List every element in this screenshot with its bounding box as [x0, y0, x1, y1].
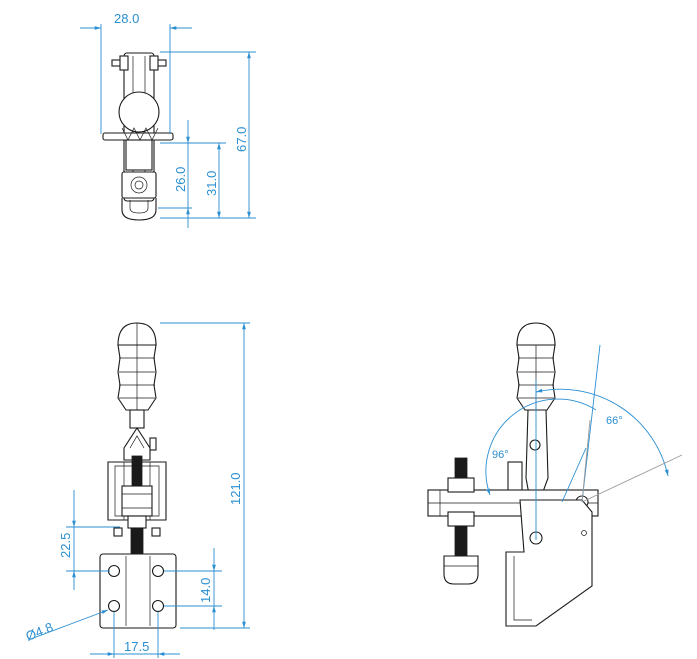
top-view-knob: [118, 91, 160, 133]
front-view-hole-top-right: [151, 564, 165, 578]
dim-height-67: 67.0: [234, 127, 249, 152]
side-view-bracket: [505, 499, 593, 627]
side-view-screw-top: [454, 457, 468, 479]
front-view-spindle-upper: [131, 455, 143, 487]
dim-height-26: 26.0: [173, 167, 188, 192]
dim-height-31: 31.0: [204, 171, 219, 196]
dim-width-28: 28.0: [114, 11, 139, 26]
side-view-link: [507, 461, 523, 495]
side-view-angle-arc-66: [535, 388, 669, 477]
front-view-nut: [121, 485, 153, 517]
side-view: 96° 66°: [427, 322, 683, 627]
angle-label-66: 66°: [606, 415, 623, 427]
side-view-pivot-upper: [529, 439, 541, 451]
dim-height-121: 121.0: [228, 472, 243, 505]
side-view-screw-bottom: [454, 525, 468, 557]
top-view-foot: [121, 198, 157, 221]
dim-offset-22-5: 22.5: [58, 533, 73, 558]
side-view-nut-top: [447, 477, 475, 493]
front-view-hole-bottom-right: [151, 599, 165, 613]
front-view-spindle-lower: [130, 527, 144, 557]
front-view: 121.0 22.5 14.0 17.5 Ø4.8: [24, 322, 250, 658]
front-view-base-plate: [99, 553, 177, 629]
front-view-hole-bottom-left: [107, 599, 121, 613]
top-view: 28.0 67.0 31.0 26.0: [80, 11, 256, 228]
dim-hole-diameter: Ø4.8: [24, 619, 56, 643]
dim-hole-spacing-17-5: 17.5: [124, 639, 149, 654]
side-view-pressure-pad: [443, 555, 479, 585]
side-view-nut-bottom: [447, 511, 475, 527]
top-view-nut: [121, 171, 157, 199]
front-view-link-tip: [123, 426, 151, 461]
dim-hole-spacing-14: 14.0: [198, 578, 213, 603]
front-view-hole-top-left: [107, 564, 121, 578]
angle-label-96: 96°: [492, 449, 509, 461]
side-view-handle-arm: [525, 409, 549, 501]
side-view-knob-ball: [516, 322, 556, 346]
